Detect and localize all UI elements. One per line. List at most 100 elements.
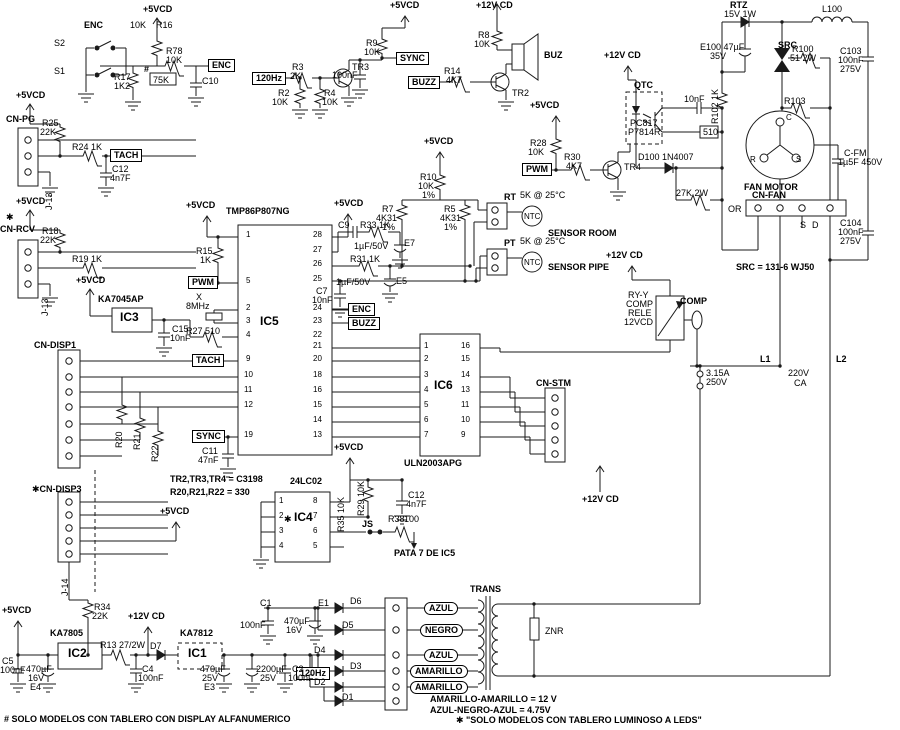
component-label: R [750,155,756,164]
connector-label: J-13 [40,298,50,316]
component-label: C12 [408,490,425,500]
pin-number: 16 [313,385,322,394]
component-label: R9 [366,38,378,48]
component-label: R29 10K [356,480,366,516]
component-label: 220V [788,368,810,378]
component-label: 100nF [138,673,164,683]
component-label: PC817 [630,118,658,128]
component-label: 100nF [288,673,314,683]
connector-label: CN-PG [6,114,35,124]
component-label: TRANS [470,584,501,594]
component-label: D4 [314,645,326,655]
note: PATA 7 DE IC5 [394,548,456,558]
component-label: C5 [2,656,14,666]
pin-number: 24 [313,303,322,312]
component-label: C9 [338,220,350,230]
component-label: 4K7 [566,161,583,171]
pin-number: 23 [313,316,322,325]
component-label: 10nF [170,333,191,343]
component-label: 1% [382,222,396,232]
component-label: R31 1K [350,254,381,264]
component-label: D5 [342,620,354,630]
note: AMARILLO-AMARILLO = 12 V [430,694,557,704]
pin-number: 3 [246,316,251,325]
ic-label: TMP86P807NG [226,206,290,216]
pin-number: 12 [244,400,253,409]
connector-label: J-14 [60,578,70,596]
component-label: R16 [156,20,173,30]
component-label: 47nF [198,455,219,465]
component-label: RT [504,192,516,202]
component-label: R18 [42,226,59,236]
power-label: +5VCD [530,100,560,110]
power-label: +5VCD [334,442,364,452]
power-label: +5VCD [16,90,46,100]
signal-flag: PWM [522,163,552,176]
component-label: R5 [444,204,456,214]
component-label: D3 [350,661,362,671]
component-label: C103 [840,46,862,56]
component-label: E1 [318,598,330,608]
connector-label: CN-DISP1 [34,340,77,350]
power-label: +5VCD [424,136,454,146]
pin-number: 11 [461,400,470,409]
component-label: 4K31 [376,213,398,223]
wire-color-label: AZUL [424,649,458,662]
component-label: 16V [286,625,303,635]
power-label: +12V CD [476,0,513,10]
component-label: TR3 [352,62,370,72]
component-label: PT [504,238,516,248]
power-label: +12V CD [128,611,165,621]
signal-flag: SYNC [192,430,226,443]
component-label: D [812,220,819,230]
pin-number: 18 [313,370,322,379]
component-label: R28 [530,138,547,148]
component-label: 100 [404,514,420,524]
ic-label: ULN2003APG [404,458,463,468]
component-label: R102 1K [710,88,720,124]
component-label: R27 510 [186,326,221,336]
component-label: # [144,64,150,74]
component-label: R30 [564,152,581,162]
signal-flag: BUZZ [348,317,380,330]
component-label: 510 [703,127,719,137]
component-label: SRC [778,40,798,50]
component-label: 1µF/50V [336,277,371,287]
ic-label: KA7045AP [98,294,144,304]
pin-number: 1 [246,230,251,239]
component-label: R33 1K [360,220,391,230]
component-label: TR2 [512,88,530,98]
component-label: 10nF [312,295,333,305]
component-label: 35V [710,51,727,61]
component-label: L100 [822,4,843,14]
pin-number: 15 [461,354,470,363]
power-label: +5VCD [16,196,46,206]
note: ✱ "SOLO MODELOS CON TABLERO LUMINOSO A L… [456,715,702,725]
component-label: 12VCD [624,317,654,327]
pin-number: 28 [313,230,322,239]
pin-number: 2 [279,511,284,520]
ic-label: IC3 [120,310,139,324]
note: TR2,TR3,TR4 = C3198 [170,474,263,484]
ic-label: KA7805 [50,628,84,638]
pin-number: 7 [424,430,429,439]
component-label: E5 [396,276,408,286]
component-label: L1 [760,354,771,364]
power-label: +5VCD [186,200,216,210]
component-label: R35 10K [336,496,346,532]
component-label: 5K @ 25°C [520,236,566,246]
component-label: 10K [166,55,183,65]
component-label: 51 2W [790,53,817,63]
component-label: RTZ [730,0,748,10]
signal-flag: BUZZ [408,76,440,89]
component-label: 100nF [240,620,266,630]
component-label: RELE [628,308,652,318]
component-label: R8 [478,30,490,40]
component-label: FAN MOTOR [744,182,798,192]
signal-flag: ENC [348,303,376,316]
pin-number: 14 [313,415,322,424]
pin-number: 11 [244,385,253,394]
component-label: C [786,113,792,122]
component-label: R24 1K [72,142,103,152]
pin-number: 27 [313,245,322,254]
